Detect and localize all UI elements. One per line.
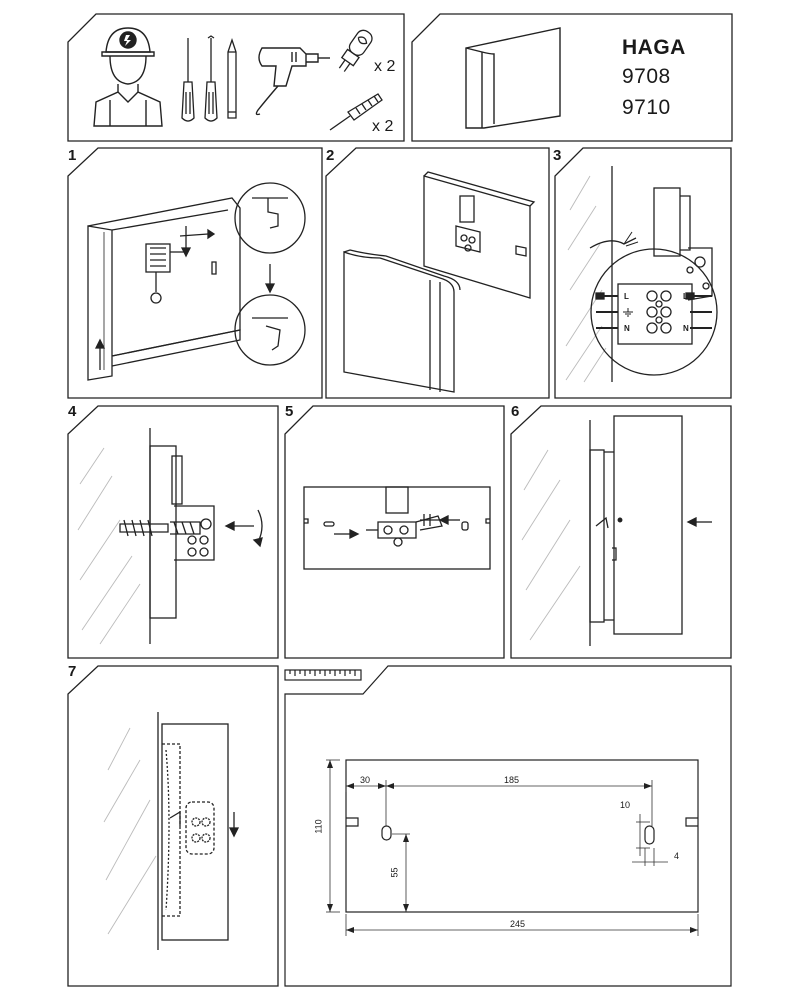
dim-slot-width-4: 4	[674, 851, 680, 861]
dim-total-width-245: 245	[510, 919, 526, 929]
step-5-number: 5	[285, 403, 294, 420]
tools-panel: x 2 x 2 HAGA 9708 9710	[0, 0, 800, 150]
terminal-label-n-left: N	[624, 324, 630, 333]
step-2-number: 2	[326, 147, 335, 164]
terminal-label-n-right: N	[683, 324, 689, 333]
terminal-label-l-right: L	[683, 292, 688, 301]
phillips-screwdriver-icon	[204, 35, 218, 122]
terminal-label-l-left: L	[624, 292, 629, 301]
dim-hole-height-55: 55	[389, 867, 400, 878]
dim-hole-spacing-185: 185	[504, 775, 520, 785]
product-title: HAGA	[622, 36, 686, 59]
earth-ground-icon	[623, 308, 633, 317]
step-6-number: 6	[511, 403, 520, 420]
anchor-quantity: x 2	[372, 118, 394, 135]
flat-screwdriver-icon	[181, 38, 195, 122]
lamp-housing-icon	[465, 27, 561, 129]
dim-height-110: 110	[313, 819, 324, 834]
bulb-quantity: x 2	[374, 58, 396, 75]
product-code-1: 9708	[622, 65, 671, 88]
product-code-2: 9710	[622, 96, 671, 119]
step-7-number: 7	[68, 663, 77, 680]
electrician-icon	[93, 27, 163, 127]
step-3-number: 3	[553, 147, 562, 164]
halogen-bulb-icon	[338, 29, 373, 72]
drill-icon	[255, 47, 330, 116]
dim-left-offset-30: 30	[360, 775, 371, 785]
dim-slot-height-10: 10	[620, 800, 631, 810]
step-4-number: 4	[68, 403, 77, 420]
ruler-icon	[284, 669, 362, 681]
wall-plug-screw-icon	[329, 93, 383, 131]
pencil-icon	[227, 37, 237, 119]
step-1-number: 1	[68, 147, 77, 164]
tools-panel-frame	[67, 13, 733, 142]
